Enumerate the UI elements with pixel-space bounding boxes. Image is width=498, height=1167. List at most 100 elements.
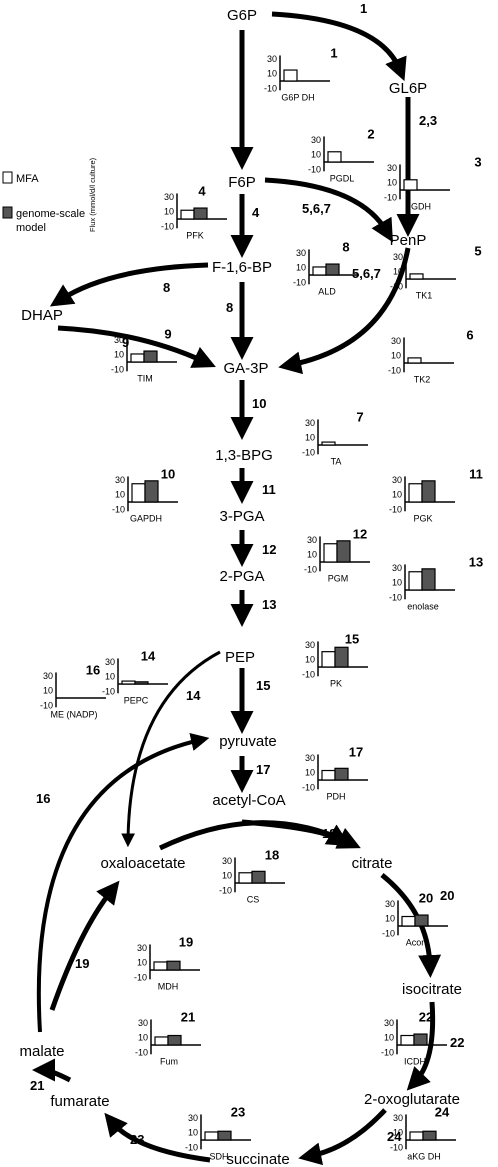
chart-enzyme-label: CS <box>247 894 260 904</box>
arrow-dhap-ga3p <box>57 325 216 368</box>
bar-model <box>193 207 208 220</box>
bar-model <box>421 480 436 503</box>
pathway-arrows <box>32 11 442 1166</box>
chart-tick-label: 10 <box>267 69 277 79</box>
chart-tick-label: 10 <box>114 350 124 360</box>
chart-number-label: 24 <box>435 1104 450 1119</box>
metabolite-malate: malate <box>19 1043 64 1060</box>
arrow-malate-pyruvate <box>36 732 210 1033</box>
bar-model <box>336 540 351 563</box>
bar-model <box>422 1130 437 1141</box>
chart-tick-label: 30 <box>43 671 53 681</box>
bar-mfa <box>408 483 423 503</box>
chart-enzyme-label: PFK <box>186 230 204 240</box>
reaction-label-12: 12 <box>262 542 276 557</box>
arrow-oxaloacetate-citrate <box>158 820 361 851</box>
reaction-label-2-3: 2,3 <box>419 113 437 128</box>
bar-mfa <box>321 651 336 668</box>
reaction-label-5-6-7-a: 5,6,7 <box>302 201 331 216</box>
chart-enzyme-label: PGM <box>328 573 349 583</box>
chart-tick-label: 30 <box>137 943 147 953</box>
chart-tick-label: -10 <box>40 700 53 710</box>
arrow-succinate-fumarate <box>104 1112 211 1163</box>
chart-number-label: 4 <box>198 183 206 198</box>
chart-number-label: 5 <box>474 243 481 258</box>
metabolite-pyruvate: pyruvate <box>219 733 277 750</box>
chart-enzyme-label: GAPDH <box>130 513 162 523</box>
chart-enzyme-label: MDH <box>158 981 179 991</box>
chart-tick-label: 10 <box>138 1033 148 1043</box>
chart-enzyme-label: ICDH <box>404 1056 426 1066</box>
reaction-label-20: 20 <box>440 888 454 903</box>
chart-number-label: 19 <box>179 934 193 949</box>
chart-tick-label: -10 <box>111 364 124 374</box>
chart-tick-label: -10 <box>302 447 315 457</box>
bar-mfa <box>327 151 342 163</box>
chart-tick-label: 30 <box>267 54 277 64</box>
chart-number-label: 13 <box>469 554 483 569</box>
chart-enzyme-label: PGK <box>413 513 432 523</box>
chart-enzyme-label: PEPC <box>124 695 149 705</box>
metabolite-citrate: citrate <box>352 855 393 872</box>
chart-tick-label: 30 <box>305 640 315 650</box>
arrow-isocitrate-oxoglutarate <box>406 1001 436 1091</box>
metabolite-penp: PenP <box>390 232 427 249</box>
chart-tick-label: -10 <box>302 782 315 792</box>
bar-mfa <box>153 961 168 971</box>
metabolite-2pga: 2-PGA <box>219 568 264 585</box>
bar-model <box>143 350 158 363</box>
chart-enzyme-label: SDH <box>209 1151 228 1161</box>
bar-mfa <box>409 273 424 280</box>
chart-tick-label: 10 <box>307 550 317 560</box>
chart-enzyme-label: PDH <box>326 791 345 801</box>
reaction-label-10: 10 <box>252 396 266 411</box>
chart-number-label: 6 <box>466 327 473 342</box>
bar-model <box>166 960 181 971</box>
bar-model <box>217 1130 232 1141</box>
bar-mfa <box>131 483 146 503</box>
reaction-label-1: 1 <box>360 1 367 16</box>
chart-tick-label: 30 <box>391 336 401 346</box>
chart-tick-label: -10 <box>381 1047 394 1057</box>
chart-enzyme-label: PGDL <box>330 173 355 183</box>
arrow-g6p-gl6p <box>271 11 407 82</box>
bar-mfa <box>408 571 423 591</box>
chart-enzyme-label: Fum <box>160 1056 178 1066</box>
chart-tick-label: -10 <box>112 504 125 514</box>
chart-number-label: 10 <box>161 466 175 481</box>
chart-tick-label: 10 <box>164 207 174 217</box>
bar-model <box>144 480 159 503</box>
metabolite-acetylcoa: acetyl-CoA <box>212 792 285 809</box>
metabolite-f16bp: F-1,6-BP <box>212 259 272 276</box>
bar-mfa <box>323 543 338 563</box>
legend-mfa-swatch <box>2 171 13 184</box>
chart-number-label: 23 <box>231 1104 245 1119</box>
chart-tick-label: -10 <box>308 164 321 174</box>
chart-tick-label: -10 <box>135 1047 148 1057</box>
bar-mfa <box>121 680 136 685</box>
chart-number-label: 16 <box>86 662 100 677</box>
chart-tick-label: -10 <box>304 564 317 574</box>
chart-tick-label: 10 <box>392 490 402 500</box>
chart-tick-label: 30 <box>385 899 395 909</box>
chart-number-label: 9 <box>164 326 171 341</box>
chart-number-label: 8 <box>342 239 349 254</box>
chart-enzyme-label: PK <box>330 678 342 688</box>
chart-tick-label: 10 <box>222 871 232 881</box>
chart-tick-label: 10 <box>137 958 147 968</box>
metabolite-isocitrate: isocitrate <box>402 981 462 998</box>
bar-mfa <box>283 69 298 82</box>
chart-tick-label: 10 <box>305 433 315 443</box>
chart-tick-label: -10 <box>264 83 277 93</box>
